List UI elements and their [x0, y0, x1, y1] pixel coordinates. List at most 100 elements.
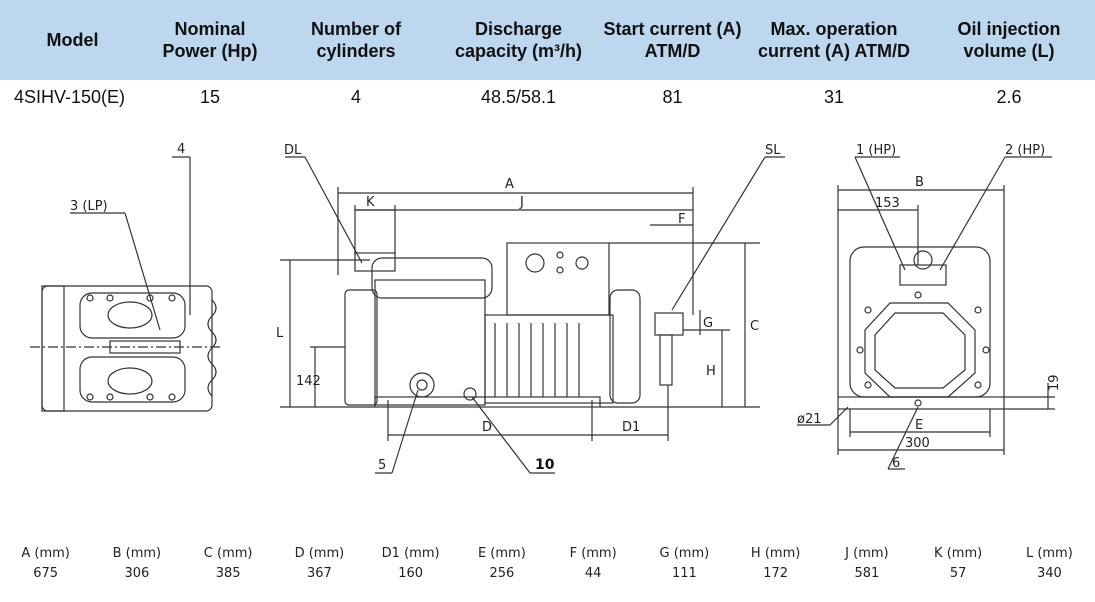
- cell-nominal-power: 15: [199, 86, 221, 107]
- dim-label: L (mm): [1025, 546, 1073, 561]
- top-view-wavy-edge: [207, 299, 217, 397]
- dim-value: 57: [949, 566, 967, 581]
- top-view-head-upper: [79, 292, 186, 339]
- end-view-top-port: [913, 250, 933, 270]
- label-6: 6: [892, 456, 900, 471]
- dim-k: K (mm) 57: [913, 544, 1004, 584]
- end-view-bolt: [864, 381, 872, 389]
- header-max-current: Max. operation current (A) ATM/D: [758, 19, 910, 61]
- label-phi21: ø21: [797, 412, 822, 427]
- spec-table-header: Model Nominal Power (Hp) Number of cylin…: [0, 0, 1095, 80]
- terminal: [556, 251, 564, 259]
- dim-value: 581: [854, 566, 880, 581]
- leader-3lp: [124, 212, 161, 331]
- header-oil-volume: Oil injection volume (L): [957, 19, 1061, 61]
- discharge-valve: [354, 252, 396, 272]
- header-nominal-power: Nominal Power (Hp): [162, 19, 258, 61]
- dim-label: B (mm): [112, 546, 162, 561]
- end-view-bolt: [982, 346, 990, 354]
- dim-b: B (mm)306: [91, 544, 182, 584]
- oil-plug: [463, 387, 477, 401]
- end-view-bolt: [914, 291, 922, 299]
- dimension-table: A (mm)675 B (mm)306 C (mm)385 D (mm)367 …: [0, 544, 1095, 584]
- leader-6: [887, 406, 919, 470]
- oil-sight: [416, 379, 428, 391]
- dim-value: 340: [1036, 566, 1062, 581]
- header-cylinders: Number of cylinders: [311, 19, 401, 61]
- spec-table: Model Nominal Power (Hp) Number of cylin…: [0, 0, 1095, 114]
- header-discharge-capacity: Discharge capacity (m³/h): [454, 19, 583, 61]
- leader-10: [471, 396, 531, 474]
- side-view: [280, 156, 785, 474]
- side-view-end-cover: [609, 289, 641, 404]
- suction-valve: [654, 312, 684, 336]
- leader-2hp: [939, 156, 1006, 271]
- end-view-bolt: [864, 306, 872, 314]
- dim-value: 44: [584, 566, 602, 581]
- top-view-end-plate: [41, 285, 65, 412]
- label-b: B: [915, 175, 924, 190]
- leader-phi21: [829, 406, 849, 426]
- label-19: 19: [1047, 374, 1062, 391]
- side-view-crankcase: [374, 279, 486, 406]
- side-view-cylinder-head: [371, 257, 493, 299]
- label-2hp: 2 (HP): [1005, 143, 1045, 158]
- terminal: [575, 256, 589, 270]
- dim-label: F (mm): [569, 546, 617, 561]
- label-dl: DL: [284, 143, 302, 158]
- top-view-head-lower: [79, 356, 186, 403]
- label-10: 10: [535, 457, 555, 473]
- label-h: H: [706, 364, 716, 379]
- label-j: J: [519, 195, 524, 210]
- end-view-housing: [849, 246, 991, 398]
- terminal: [525, 253, 545, 273]
- end-view-top-block: [899, 264, 947, 286]
- label-3lp: 3 (LP): [70, 199, 108, 214]
- label-c: C: [750, 319, 759, 334]
- label-1hp: 1 (HP): [856, 143, 896, 158]
- dim-value: 172: [763, 566, 789, 581]
- side-view-motor-end: [344, 289, 378, 406]
- dim-label: D1 (mm): [381, 546, 440, 561]
- end-view-octagon: [864, 302, 976, 398]
- top-view-bolt: [106, 393, 114, 401]
- dim-j: J (mm)581: [821, 544, 912, 584]
- top-view-bolt: [86, 393, 94, 401]
- dim-d: D (mm)367: [274, 544, 365, 584]
- label-e: E: [915, 418, 923, 433]
- dim-f: F (mm) 44: [548, 544, 639, 584]
- cell-oil-volume: 2.6: [996, 86, 1022, 107]
- dim-value: 385: [215, 566, 241, 581]
- end-view: [797, 156, 1055, 470]
- top-view-bolt: [168, 393, 176, 401]
- dim-g: G (mm)111: [639, 544, 730, 584]
- terminal: [556, 266, 564, 274]
- cell-discharge-capacity: 48.5/58.1: [480, 86, 557, 107]
- dim-l: L (mm) 340: [1004, 544, 1095, 584]
- dim-value: 111: [671, 566, 697, 581]
- cell-model: 4SIHV-150(E): [14, 86, 126, 107]
- dim-e: E (mm)256: [456, 544, 547, 584]
- dim-label: K (mm): [934, 546, 983, 561]
- dim-label: A (mm): [21, 546, 70, 561]
- side-view-motor: [484, 314, 614, 404]
- leader-1hp: [854, 156, 906, 271]
- label-d1: D1: [622, 420, 640, 435]
- label-153: 153: [875, 196, 900, 211]
- label-4: 4: [177, 142, 185, 157]
- top-view-bolt: [146, 393, 154, 401]
- label-300: 300: [905, 436, 930, 451]
- top-view-body: [41, 285, 213, 412]
- cell-cylinders: 4: [350, 86, 361, 107]
- end-view-base: [837, 396, 1005, 410]
- dim-h: H (mm)172: [730, 544, 821, 584]
- side-view-terminal-box: [506, 242, 610, 316]
- leader-5: [391, 389, 419, 474]
- suction-stem: [659, 334, 673, 386]
- header-model: Model: [46, 30, 99, 50]
- top-view-valve-upper: [107, 301, 153, 329]
- label-sl: SL: [765, 143, 781, 158]
- header-start-current: Start current (A) ATM/D: [603, 19, 742, 61]
- label-5: 5: [378, 458, 386, 473]
